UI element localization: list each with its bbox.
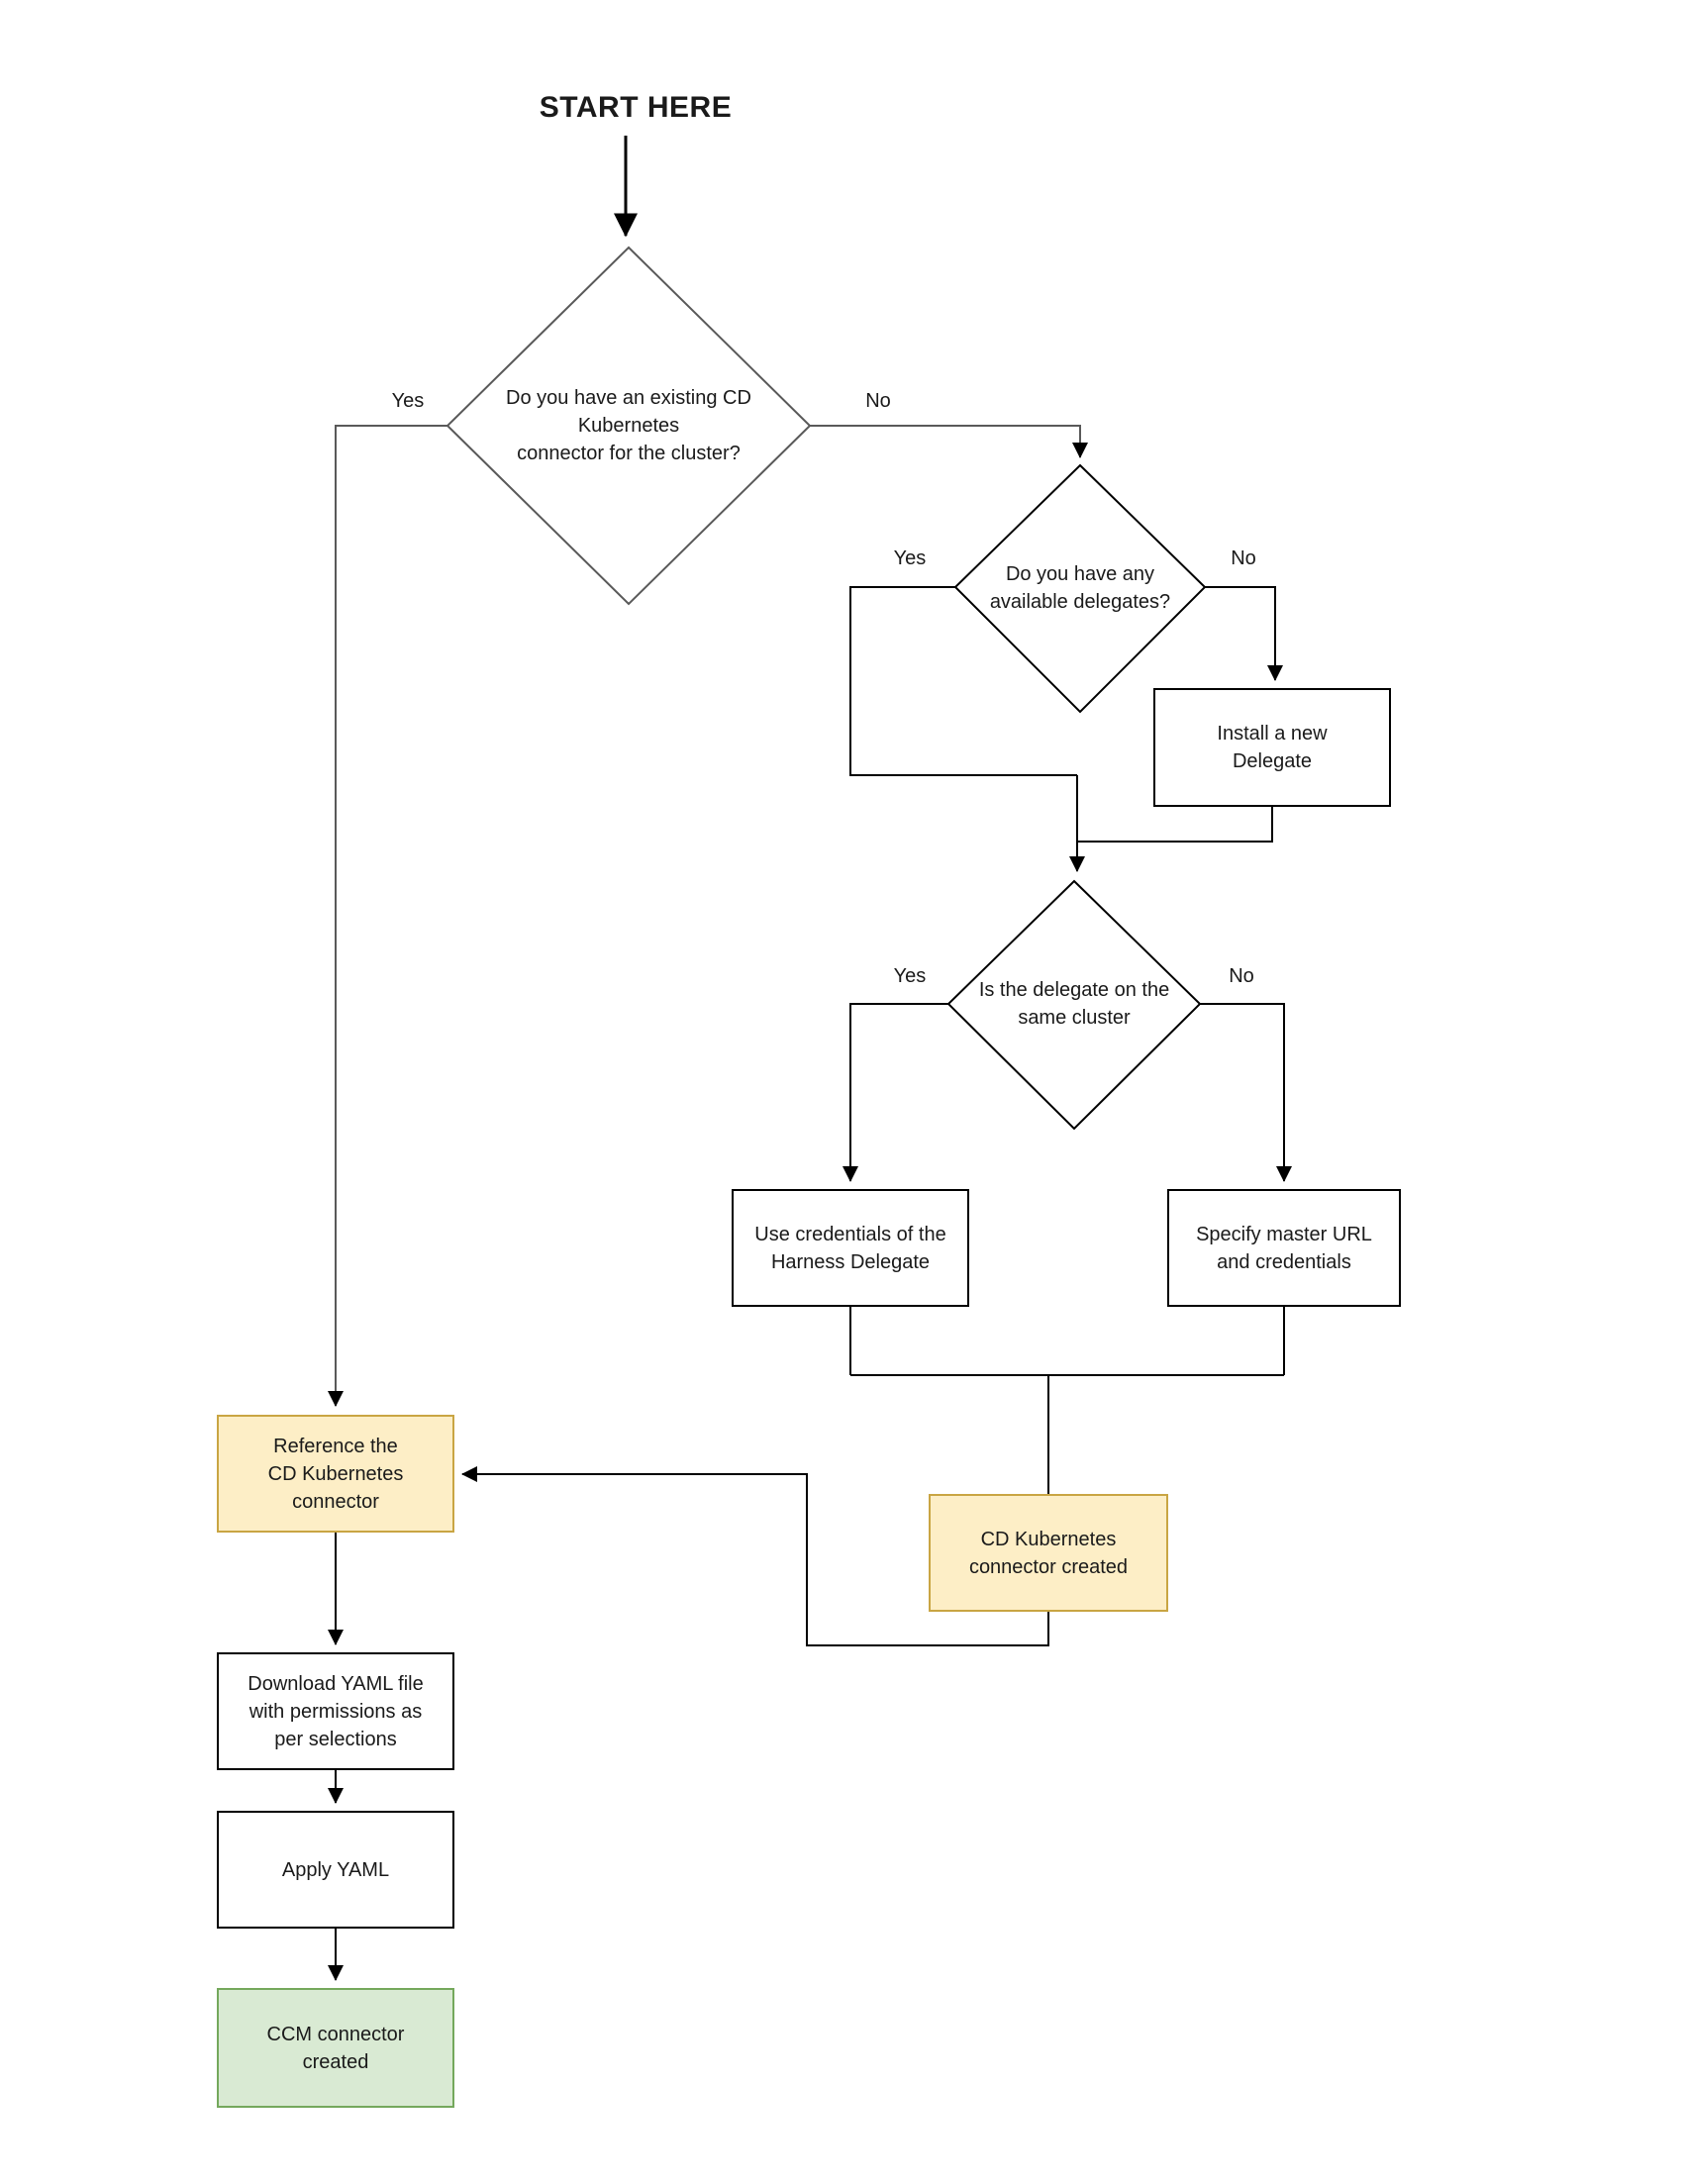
process-download-yaml-label: Download YAML file with permissions as p…: [248, 1672, 424, 1750]
label-same-cluster-no: No: [1229, 965, 1254, 987]
edge-delegates-no-to-install: [1205, 586, 1283, 681]
process-reference-connector: Reference the CD Kubernetes connector: [217, 1415, 454, 1533]
decision-existing-connector-text: Do you have an existing CD Kubernetes co…: [506, 387, 751, 464]
decision-available-delegates-label: Do you have any available delegates?: [932, 560, 1229, 616]
decision-same-cluster-text: Is the delegate on the same cluster: [978, 979, 1170, 1029]
label-delegates-no: No: [1231, 547, 1256, 569]
process-use-credentials: Use credentials of the Harness Delegate: [732, 1189, 969, 1307]
process-apply-yaml-label: Apply YAML: [281, 1858, 390, 1881]
edge-delegates-yes: [849, 586, 1077, 776]
edge-install-exit: [1077, 807, 1273, 843]
label-delegates-yes: Yes: [893, 547, 927, 569]
label-existing-yes: Yes: [391, 390, 425, 412]
process-use-credentials-label: Use credentials of the Harness Delegate: [754, 1223, 946, 1273]
edge-created-to-reference: [461, 1466, 1049, 1646]
state-cd-connector-created: CD Kubernetes connector created: [929, 1494, 1168, 1612]
decision-same-cluster-label: Is the delegate on the same cluster: [916, 976, 1233, 1032]
state-ccm-connector-created: CCM connector created: [217, 1988, 454, 2108]
decision-available-delegates-shape: [953, 463, 1207, 714]
process-specify-master-url: Specify master URL and credentials: [1167, 1189, 1401, 1307]
page-title: START HERE: [539, 91, 733, 124]
process-apply-yaml: Apply YAML: [217, 1811, 454, 1929]
state-ccm-connector-created-label: CCM connector created: [266, 2023, 405, 2073]
label-existing-no: No: [865, 390, 891, 412]
decision-same-cluster-shape: [946, 879, 1202, 1131]
decision-existing-connector-shape: [446, 246, 812, 606]
process-reference-connector-label: Reference the CD Kubernetes connector: [267, 1435, 404, 1513]
edge-existing-no-to-delegates: [810, 425, 1088, 458]
edge-existing-yes-to-reference: [328, 425, 447, 1407]
decision-available-delegates-text: Do you have any available delegates?: [989, 563, 1171, 613]
process-specify-master-url-label: Specify master URL and credentials: [1196, 1223, 1372, 1273]
edge-same-cluster-no-to-master-url: [1200, 1003, 1292, 1182]
label-same-cluster-yes: Yes: [893, 965, 927, 987]
process-install-delegate-label: Install a new Delegate: [1217, 723, 1328, 772]
edge-same-cluster-yes-to-credentials: [842, 1003, 948, 1182]
decision-existing-connector-label: Do you have an existing CD Kubernetes co…: [460, 384, 797, 467]
state-cd-connector-created-label: CD Kubernetes connector created: [968, 1528, 1129, 1578]
process-download-yaml: Download YAML file with permissions as p…: [217, 1652, 454, 1770]
process-install-delegate: Install a new Delegate: [1153, 688, 1391, 807]
